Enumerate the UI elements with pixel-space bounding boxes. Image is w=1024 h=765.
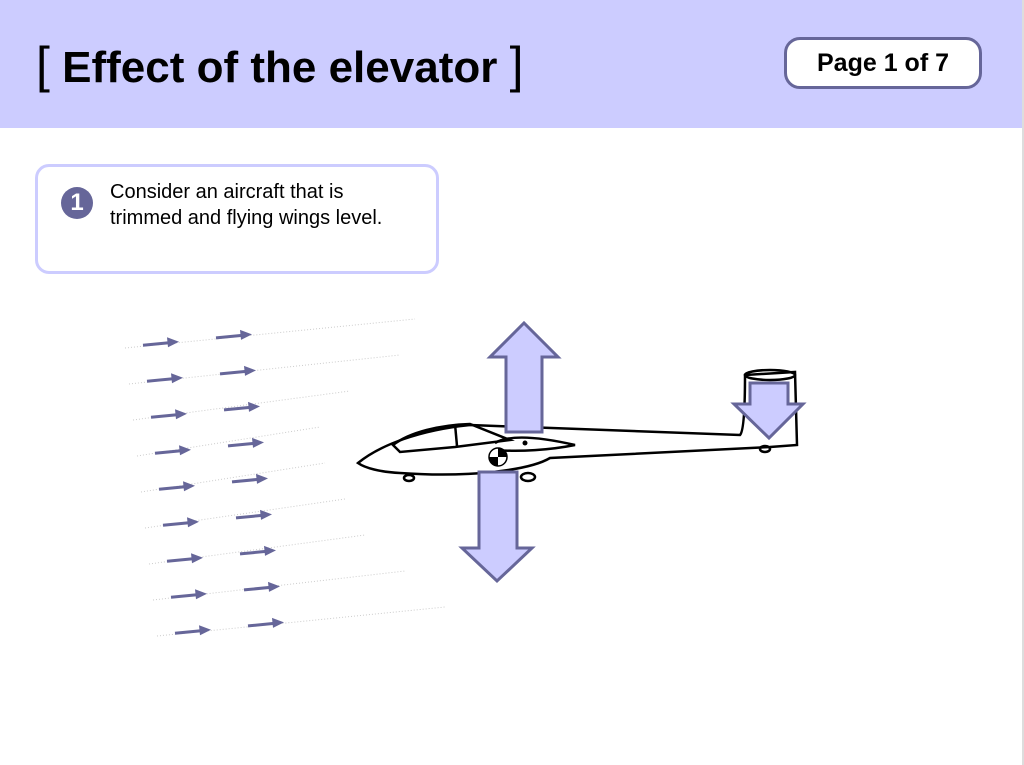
step-number-badge: 1 <box>61 187 93 219</box>
page-indicator: Page 1 of 7 <box>784 37 982 89</box>
airflow-arrow-icon <box>166 553 203 564</box>
airflow-arrow-icon <box>162 517 199 528</box>
streamline <box>140 462 326 493</box>
bracket-open: [ <box>36 37 50 93</box>
title-text: Effect of the elevator <box>62 43 498 92</box>
airflow-arrow-icon <box>215 329 252 340</box>
airflow-arrows <box>124 318 446 637</box>
airflow-arrow-icon <box>223 401 260 412</box>
center-of-gravity-icon <box>488 440 528 467</box>
page-title: [ Effect of the elevator ] <box>36 36 524 94</box>
airflow-arrow-icon <box>150 409 187 420</box>
scrollbar-edge <box>1022 0 1024 765</box>
airflow-arrow-icon <box>154 445 191 456</box>
airflow-arrow-icon <box>158 481 195 492</box>
airflow-arrow-icon <box>227 437 264 448</box>
lift-arrow-icon <box>486 320 562 434</box>
header-bar: [ Effect of the elevator ] Page 1 of 7 <box>0 0 1022 128</box>
airflow-arrow-icon <box>146 373 183 384</box>
airflow-arrow-icon <box>243 581 280 592</box>
airflow-arrow-icon <box>219 365 256 376</box>
airflow-arrow-icon <box>142 337 179 348</box>
airflow-arrow-icon <box>247 617 284 628</box>
step-callout: 1 Consider an aircraft that is trimmed a… <box>35 164 439 274</box>
airflow-arrow-icon <box>170 589 207 600</box>
airflow-arrow-icon <box>174 625 211 636</box>
bracket-close: ] <box>509 37 524 93</box>
step-text: Consider an aircraft that is trimmed and… <box>110 181 383 229</box>
airflow-arrow-icon <box>239 545 276 556</box>
glider-outline <box>355 368 799 483</box>
weight-arrow-icon <box>458 470 536 584</box>
airflow-arrow-icon <box>235 509 272 520</box>
tailplane-force-arrow-icon <box>730 381 807 441</box>
airflow-arrow-icon <box>231 473 268 484</box>
